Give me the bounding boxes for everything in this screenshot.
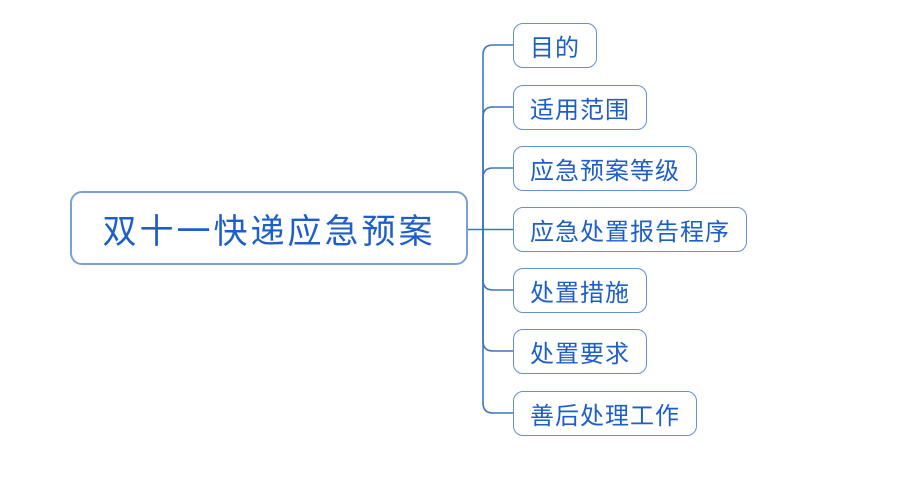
mindmap-node-scope[interactable]: 适用范围: [513, 85, 647, 130]
mindmap-root-node[interactable]: 双十一快递应急预案: [70, 191, 468, 265]
connector-branch-5: [482, 229, 513, 291]
connector-branch-2: [482, 106, 513, 230]
mindmap-node-measures[interactable]: 处置措施: [513, 268, 647, 313]
mindmap-node-purpose[interactable]: 目的: [513, 23, 597, 68]
mindmap-node-requirements[interactable]: 处置要求: [513, 329, 647, 374]
connector-branch-1: [482, 44, 513, 230]
mindmap-node-report-procedure[interactable]: 应急处置报告程序: [513, 207, 747, 252]
connector-branch-3: [482, 167, 513, 230]
connector-branch-7: [482, 229, 513, 414]
mindmap-node-plan-level[interactable]: 应急预案等级: [513, 146, 697, 191]
mindmap-node-aftermath[interactable]: 善后处理工作: [513, 391, 697, 436]
connector-branch-6: [482, 229, 513, 352]
